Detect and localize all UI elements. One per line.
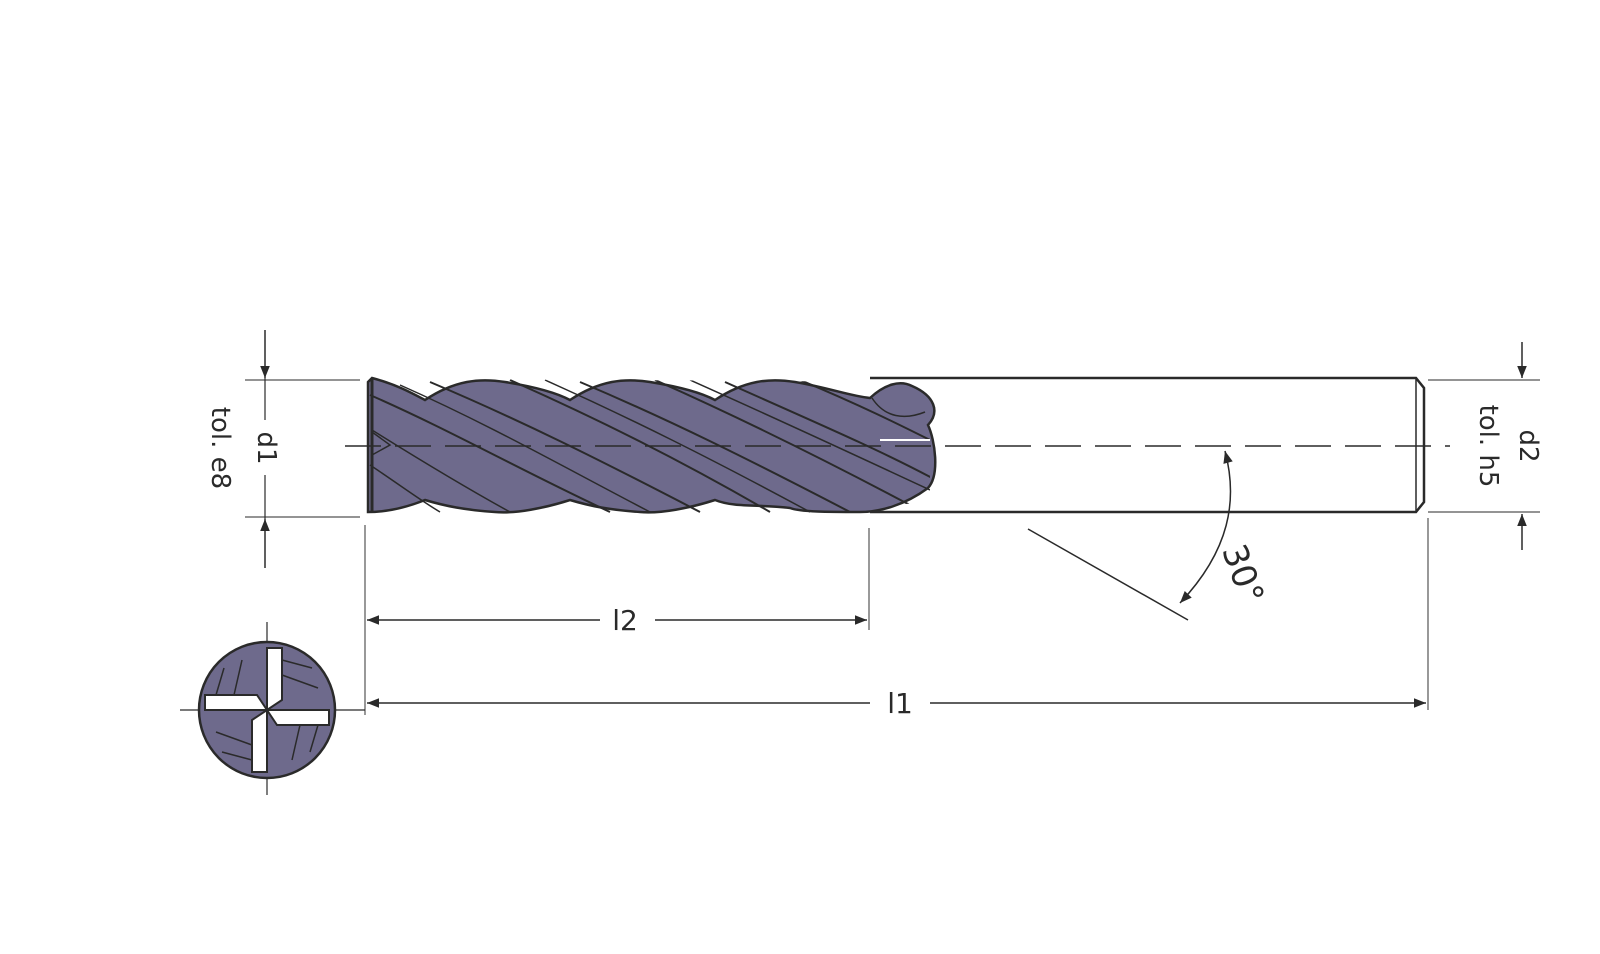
helix-lines: [369, 379, 930, 513]
fluted-section: [366, 376, 937, 514]
extension-lines: [245, 379, 1540, 715]
d1-tolerance-label: tol. e8: [205, 407, 235, 489]
dimension-l1: l1: [367, 687, 1426, 720]
dimension-d1: d1 tol. e8: [205, 330, 281, 568]
flute-body: [366, 376, 937, 514]
l2-label: l2: [612, 604, 638, 637]
end-view: [180, 622, 365, 795]
dimension-l2: l2: [367, 604, 867, 637]
dimension-d2: d2 tol. h5: [1473, 342, 1543, 550]
d2-tolerance-label: tol. h5: [1473, 405, 1503, 488]
l1-label: l1: [887, 687, 913, 720]
shank: [870, 376, 1426, 514]
d2-label: d2: [1513, 429, 1543, 462]
d1-label: d1: [251, 431, 281, 464]
helix-angle-label: 30°: [1213, 539, 1271, 609]
